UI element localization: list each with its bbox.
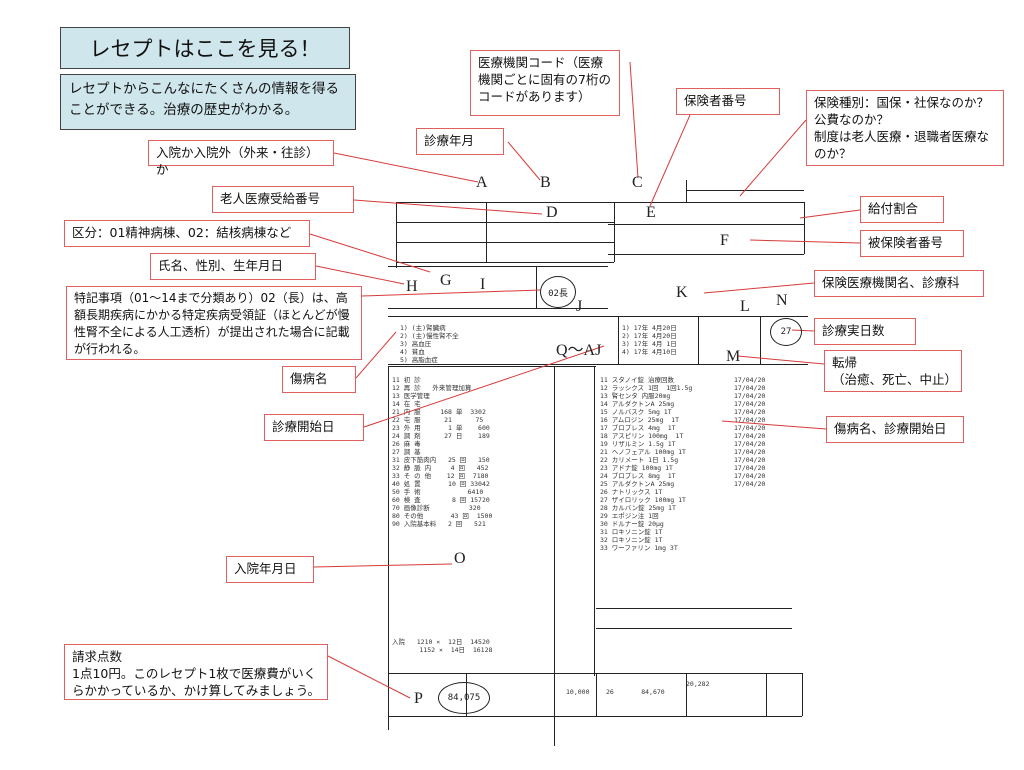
form-letter-l: L [740, 298, 750, 315]
callout-elderly-number: 老人医療受給番号 [212, 186, 354, 213]
form-letter-d: D [546, 204, 558, 221]
form-letter-k: K [676, 284, 688, 301]
callout-name-sex-birth: 氏名、性別、生年月日 [150, 253, 316, 280]
callout-special-notes: 特記事項（01～14まで分類あり）02（長）は、高額長期疾病にかかる特定疾病受領… [66, 286, 362, 360]
callout-insurer-number: 保険者番号 [676, 88, 780, 115]
intro-text: レセプトからこんなにたくさんの情報を得ることができる。治療の歴史がわかる。 [60, 74, 356, 130]
form-letter-m: M [726, 348, 741, 365]
callout-disease-start: 傷病名、診療開始日 [826, 416, 964, 443]
callout-outcome: 転帰 （治癒、死亡、中止） [824, 350, 962, 392]
form-letter-p: P [414, 690, 423, 707]
form-letter-n: N [776, 292, 788, 309]
callout-treatment-days: 診療実日数 [814, 318, 916, 345]
form-letter-g: G [440, 272, 452, 289]
callout-treatment-month: 診療年月 [416, 128, 504, 155]
callout-disease-name: 傷病名 [282, 366, 356, 393]
form-letter-c: C [632, 174, 643, 191]
form-letter-e: E [646, 204, 656, 221]
receipt-form: 1) (主)腎臓病 2) (主)慢性腎不全 3) 高血圧 4) 貧血 5) 高脂… [386, 168, 808, 746]
ward-class-circle: 02長 [540, 276, 576, 308]
callout-admission-date: 入院年月日 [226, 556, 314, 583]
callout-institution-code: 医療機関コード（医療機関ごとに固有の7桁のコードがあります） [470, 50, 620, 116]
form-letter-a: A [476, 174, 488, 191]
callout-claim-points: 請求点数 1点10円。このレセプト1枚で医療費がいくらかかっているか、かけ算して… [64, 644, 328, 700]
claim-points-circle: 84,075 [438, 682, 490, 714]
form-letter-q-aj: Q～AJ [556, 342, 602, 359]
form-letter-o: O [454, 550, 466, 567]
callout-institution-dept: 保険医療機関名、診療科 [814, 270, 984, 297]
treatment-days-circle: 27 [770, 318, 802, 346]
callout-benefit-ratio: 給付割合 [860, 196, 944, 223]
callout-inpatient: 入院か入院外（外来・往診）か [148, 140, 334, 177]
form-letter-f: F [720, 232, 729, 249]
form-letter-i: I [480, 276, 486, 293]
form-letter-h: H [406, 278, 418, 295]
page-title: レセプトはここを見る！ [60, 27, 350, 69]
form-letter-j: J [576, 298, 583, 315]
form-letter-b: B [540, 174, 551, 191]
callout-insured-number: 被保険者番号 [860, 230, 964, 257]
callout-ward-class: 区分：01精神病棟、02：結核病棟など [64, 220, 310, 247]
callout-insurance-type: 保険種別：国保・社保なのか？ 公費なのか？ 制度は老人医療・退職者医療なのか？ [806, 90, 1004, 166]
callout-start-date: 診療開始日 [264, 414, 364, 441]
